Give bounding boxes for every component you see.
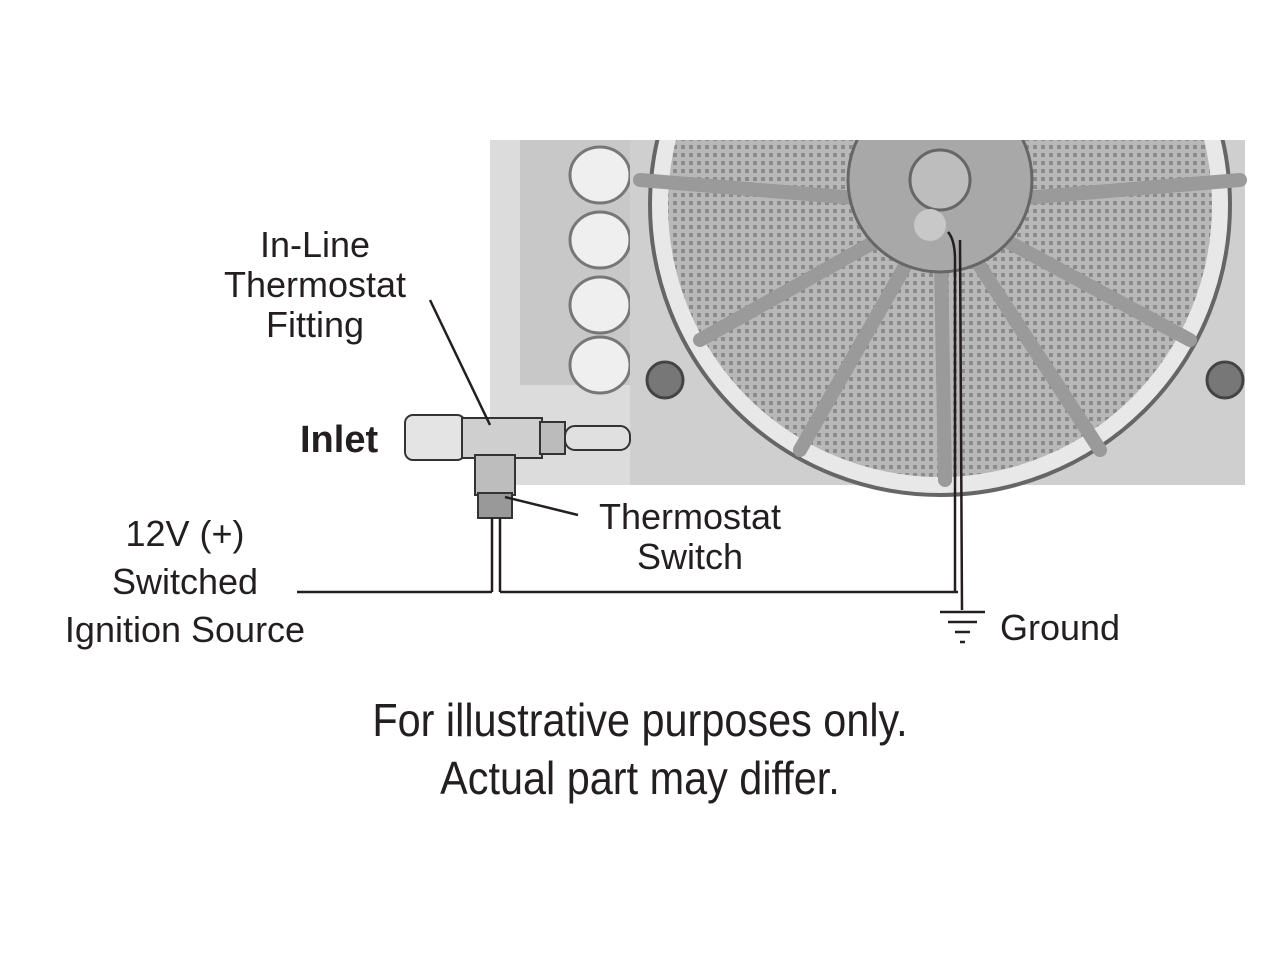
ground-symbol	[940, 610, 985, 644]
disclaimer-line-1: For illustrative purposes only.	[372, 694, 908, 746]
source-label-line: Switched	[111, 561, 259, 602]
switch-label-line: Switch	[636, 536, 744, 577]
radiator-fan-assembly	[490, 140, 1247, 497]
fitting-label: In-Line Thermostat Fitting	[195, 225, 435, 345]
thermostat-fitting	[404, 414, 631, 519]
fitting-label-line: In-Line	[259, 224, 371, 265]
thermostat-switch-label: Thermostat Switch	[575, 497, 805, 577]
source-label-line: Ignition Source	[64, 609, 306, 650]
source-label-line: 12V (+)	[125, 513, 245, 554]
mount-bolt	[1205, 360, 1245, 400]
ignition-source-label: 12V (+) Switched Ignition Source	[15, 510, 355, 654]
disclaimer-line-2: Actual part may differ.	[440, 752, 840, 804]
wiring	[297, 231, 964, 611]
mount-bolt	[645, 360, 685, 400]
inlet-label: Inlet	[300, 419, 379, 461]
fitting-label-line: Fitting	[265, 304, 365, 345]
switch-label-line: Thermostat	[598, 496, 782, 537]
fitting-label-line: Thermostat	[223, 264, 407, 305]
ground-label: Ground	[1000, 607, 1121, 648]
